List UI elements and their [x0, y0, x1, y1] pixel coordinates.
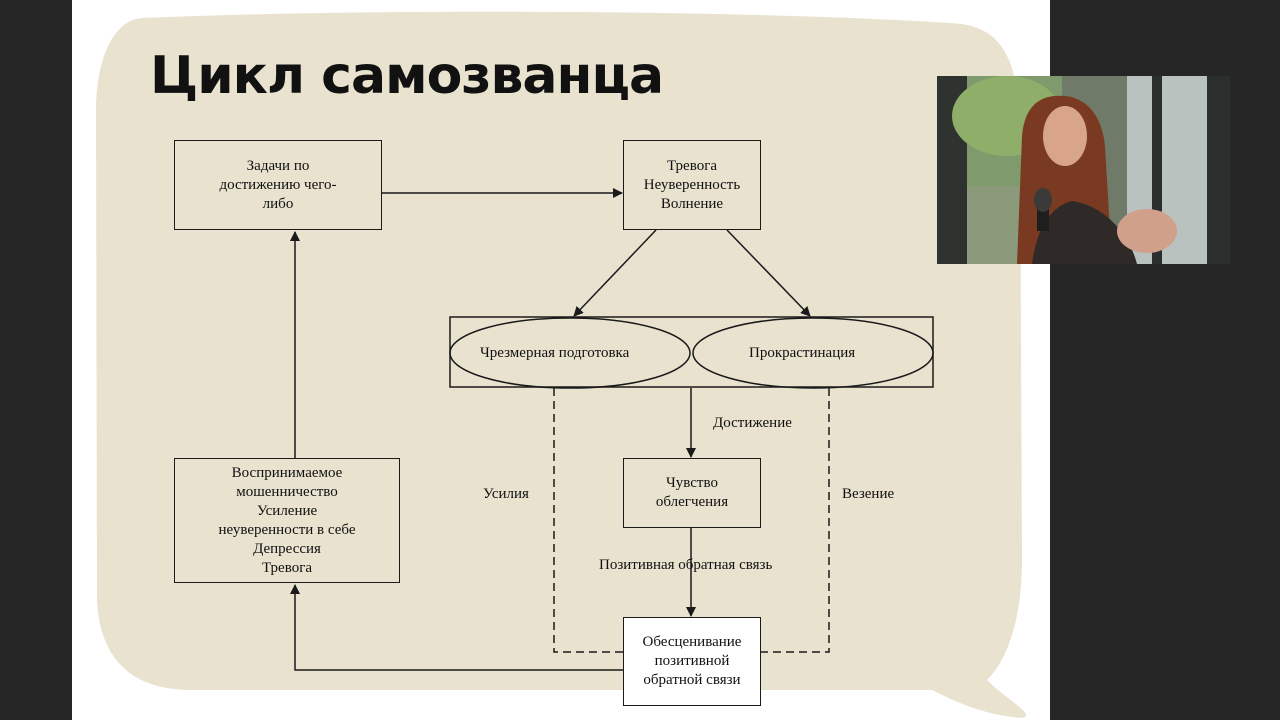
node-anxiety-line: Волнение	[660, 195, 724, 212]
dashed-efforts-path	[553, 388, 623, 653]
node-devaluation-line: позитивной	[654, 653, 730, 669]
node-fraud-line: Тревога	[261, 559, 313, 576]
arrow-anxiety-to-overprep	[573, 229, 657, 317]
node-relief-line: облегчения	[655, 494, 729, 510]
node-fraud-line: Воспринимаемое	[231, 464, 343, 481]
label-achievement: Достижение	[713, 415, 792, 431]
dashed-luck-path	[760, 388, 830, 653]
node-fraud-line: Депрессия	[253, 540, 321, 557]
node-devaluation-line: обратной связи	[643, 672, 741, 688]
webcam-video-overlay[interactable]	[937, 76, 1230, 264]
node-anxiety-line: Тревога	[666, 157, 718, 174]
arrow-devaluation-to-fraud	[290, 584, 623, 671]
slide-title: Цикл самозванца	[150, 46, 664, 106]
node-anxiety-line: Неуверенность	[643, 176, 741, 193]
node-fraud-line: Усиление	[256, 502, 318, 519]
node-tasks-line: Задачи по	[246, 157, 310, 174]
presentation-slide: Цикл самозванца Задачи по достижению	[72, 0, 1050, 720]
node-relief-line: Чувство	[666, 475, 718, 491]
speech-bubble-background	[96, 11, 1027, 718]
node-overprep-label: Чрезмерная подготовка	[480, 345, 630, 361]
label-luck: Везение	[842, 486, 895, 502]
node-tasks-line: либо	[262, 195, 294, 212]
procrast-ellipse	[692, 317, 934, 389]
node-fraud: Воспринимаемое мошенничество Усиление не…	[174, 458, 400, 583]
node-tasks-line: достижению чего-	[219, 176, 337, 193]
node-relief: Чувство облегчения	[623, 458, 761, 528]
node-devaluation: Обесценивание позитивной обратной связи	[623, 617, 761, 706]
overprep-ellipse	[449, 317, 691, 389]
node-fraud-line: неуверенности в себе	[218, 521, 356, 538]
label-positive-feedback: Позитивная обратная связь	[599, 557, 773, 573]
node-fraud-line: мошенничество	[236, 483, 338, 500]
node-devaluation-line: Обесценивание	[642, 634, 742, 650]
node-procrast-label: Прокрастинация	[749, 345, 856, 361]
node-anxiety: Тревога Неуверенность Волнение	[623, 140, 761, 230]
diagram-connectors	[290, 188, 934, 671]
arrow-anxiety-to-procrast	[726, 229, 811, 317]
label-efforts: Усилия	[483, 486, 529, 502]
webcam-feed-icon	[937, 76, 1230, 264]
node-tasks: Задачи по достижению чего- либо	[174, 140, 382, 230]
